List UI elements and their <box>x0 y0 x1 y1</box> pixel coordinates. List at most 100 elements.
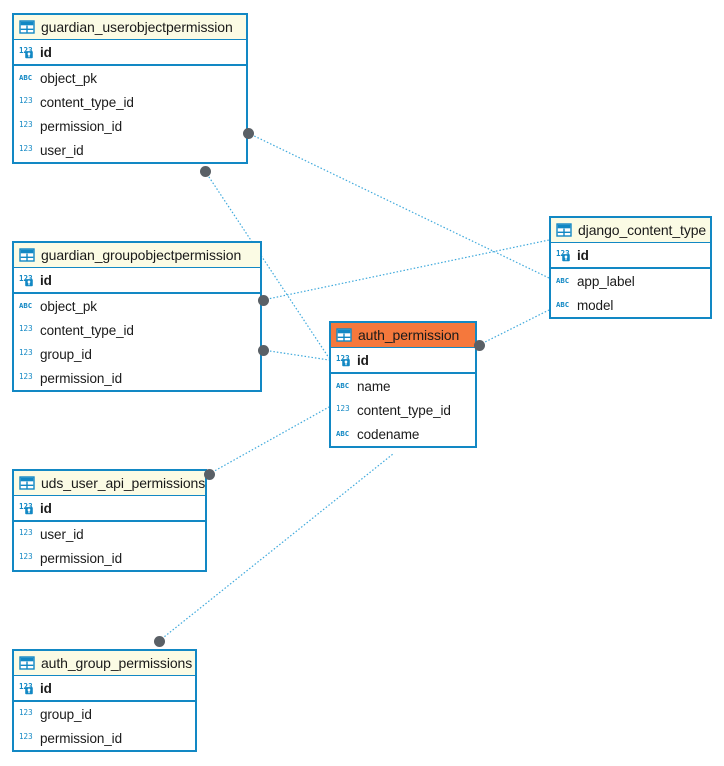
relationship-udsperm-permission[interactable] <box>208 406 330 475</box>
joint-groupobjperm-lower[interactable] <box>257 344 269 356</box>
column-name: id <box>40 500 52 516</box>
number-icon: 123 <box>19 551 35 565</box>
column-row[interactable]: ABC model <box>551 293 710 317</box>
column-name: id <box>40 44 52 60</box>
entity-header[interactable]: guardian_userobjectpermission <box>14 15 246 40</box>
column-row[interactable]: 123 user_id <box>14 522 205 546</box>
number-key-icon: 123 <box>336 353 352 367</box>
primary-key-section: 123 id <box>14 496 205 522</box>
table-icon <box>336 328 352 342</box>
column-name: id <box>40 272 52 288</box>
abc-icon: ABC <box>19 71 35 85</box>
entity-header[interactable]: auth_group_permissions <box>14 651 195 676</box>
svg-text:ABC: ABC <box>19 301 32 310</box>
joint-groupobjperm-upper[interactable] <box>257 294 269 306</box>
column-section: 123 user_id 123 permission_id <box>14 522 205 570</box>
number-icon: 123 <box>19 143 35 157</box>
joint-groupperm-top[interactable] <box>153 635 165 647</box>
column-name: model <box>577 297 614 313</box>
table-icon <box>19 476 35 490</box>
entity-name: uds_user_api_permissions <box>41 475 206 491</box>
abc-icon: ABC <box>336 427 352 441</box>
svg-text:123: 123 <box>19 372 33 381</box>
column-name: id <box>577 247 589 263</box>
svg-text:123: 123 <box>19 528 33 537</box>
entity-header[interactable]: django_content_type <box>551 218 710 243</box>
column-row[interactable]: 123 permission_id <box>14 366 260 390</box>
column-name: permission_id <box>40 370 122 386</box>
primary-key-row[interactable]: 123 id <box>14 268 260 292</box>
svg-text:ABC: ABC <box>336 381 349 390</box>
entity-header[interactable]: guardian_groupobjectpermission <box>14 243 260 268</box>
abc-icon: ABC <box>556 274 572 288</box>
relationship-permission-contenttype[interactable] <box>478 309 550 346</box>
svg-text:ABC: ABC <box>556 300 569 309</box>
abc-icon: ABC <box>556 298 572 312</box>
primary-key-row[interactable]: 123 id <box>14 496 205 520</box>
svg-text:123: 123 <box>556 249 570 258</box>
svg-text:123: 123 <box>19 552 33 561</box>
joint-permission-right[interactable] <box>473 339 485 351</box>
column-row[interactable]: ABC name <box>331 374 475 398</box>
number-key-icon: 123 <box>19 273 35 287</box>
entity-name: django_content_type <box>578 222 707 238</box>
column-name: group_id <box>40 706 92 722</box>
column-name: name <box>357 378 391 394</box>
entity-header[interactable]: auth_permission <box>331 323 475 348</box>
column-name: user_id <box>40 526 84 542</box>
column-name: app_label <box>577 273 635 289</box>
number-icon: 123 <box>336 403 352 417</box>
svg-text:123: 123 <box>19 96 33 105</box>
entity-name: auth_group_permissions <box>41 655 193 671</box>
column-row[interactable]: 123 permission_id <box>14 546 205 570</box>
svg-text:ABC: ABC <box>336 429 349 438</box>
number-key-icon: 123 <box>19 501 35 515</box>
primary-key-section: 123 id <box>14 268 260 294</box>
svg-text:ABC: ABC <box>19 73 32 82</box>
relationship-groupobjperm-permission[interactable] <box>262 349 330 361</box>
column-row[interactable]: ABC app_label <box>551 269 710 293</box>
table-icon <box>19 248 35 262</box>
abc-icon: ABC <box>336 379 352 393</box>
relationship-userobjperm-contenttype[interactable] <box>247 132 550 279</box>
primary-key-row[interactable]: 123 id <box>551 243 710 267</box>
column-name: permission_id <box>40 550 122 566</box>
number-icon: 123 <box>19 119 35 133</box>
number-icon: 123 <box>19 347 35 361</box>
number-key-icon: 123 <box>556 248 572 262</box>
joint-udsperm-right[interactable] <box>203 468 215 480</box>
joint-userobjperm-bottom[interactable] <box>199 165 211 177</box>
abc-icon: ABC <box>19 299 35 313</box>
joint-userobjperm-right[interactable] <box>242 127 254 139</box>
entity-header[interactable]: uds_user_api_permissions <box>14 471 205 496</box>
relationship-groupobjperm-contenttype[interactable] <box>262 239 550 301</box>
